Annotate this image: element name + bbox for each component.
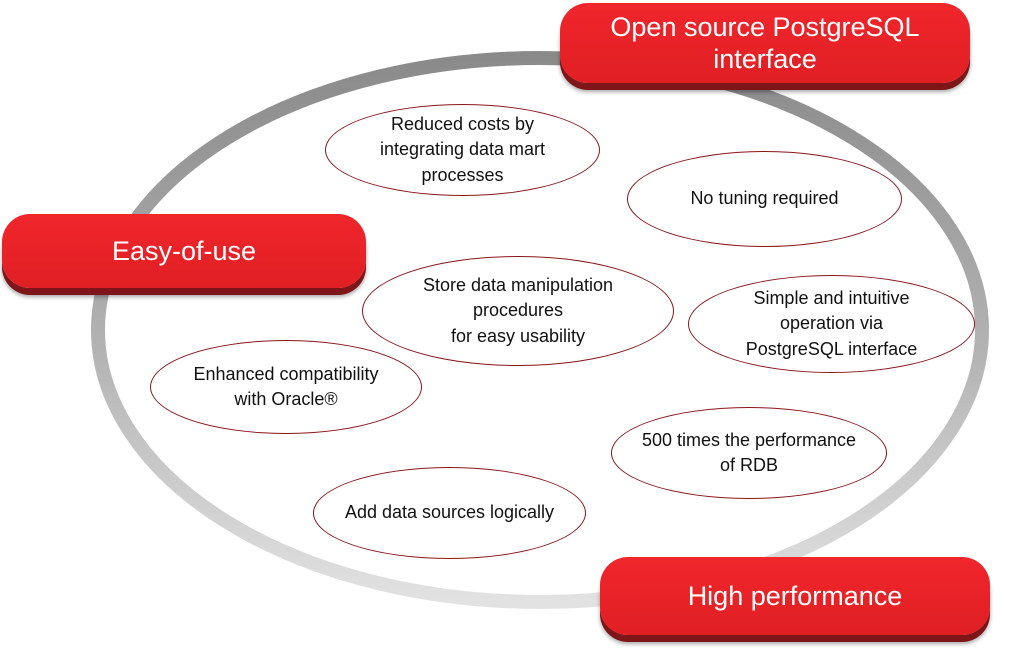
data-sources-bubble: Add data sources logically xyxy=(313,467,586,559)
open-source-postgresql-pill: Open source PostgreSQL interface xyxy=(560,3,970,83)
high-performance-pill: High performance xyxy=(600,557,990,635)
easy-of-use-pill: Easy-of-use xyxy=(2,214,366,288)
reduced-costs-bubble: Reduced costs by integrating data mart p… xyxy=(325,104,600,196)
oracle-compatibility-bubble: Enhanced compatibility with Oracle® xyxy=(150,340,422,434)
simple-operation-bubble: Simple and intuitive operation via Postg… xyxy=(688,275,975,373)
store-procedures-bubble: Store data manipulation procedures for e… xyxy=(362,256,674,366)
no-tuning-bubble: No tuning required xyxy=(627,151,902,247)
performance-bubble: 500 times the performance of RDB xyxy=(611,407,887,499)
